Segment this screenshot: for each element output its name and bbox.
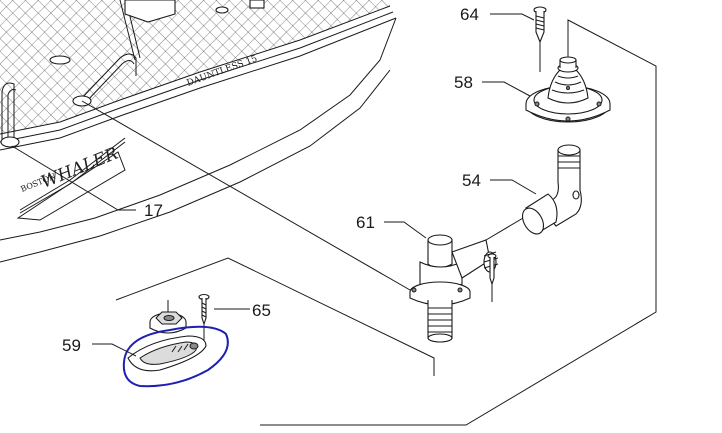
hull-brand-large: WHALER xyxy=(38,144,121,193)
part-labels: 64 58 54 61 17 65 59 xyxy=(62,5,481,355)
part-nut xyxy=(149,300,187,334)
part-54-elbow xyxy=(521,144,582,235)
label-part-64: 64 xyxy=(460,5,479,24)
label-part-17: 17 xyxy=(144,201,163,220)
part-59-scupper xyxy=(122,325,229,388)
label-part-65: 65 xyxy=(252,301,271,320)
label-part-58: 58 xyxy=(454,73,473,92)
boat-hull: BOSTON WHALER DAUNTLESS 15 xyxy=(0,0,397,263)
label-leaders xyxy=(92,13,537,357)
part-valve-screw xyxy=(487,253,497,302)
deck-mesh xyxy=(0,0,390,134)
part-58-boot-flange xyxy=(525,56,611,123)
part-64-screw xyxy=(533,6,547,72)
part-61-valve xyxy=(409,234,499,343)
label-part-61: 61 xyxy=(356,213,375,232)
label-part-54: 54 xyxy=(462,171,481,190)
part-65-screw xyxy=(198,293,210,340)
highlight-circle xyxy=(122,325,229,388)
label-part-59: 59 xyxy=(62,336,81,355)
